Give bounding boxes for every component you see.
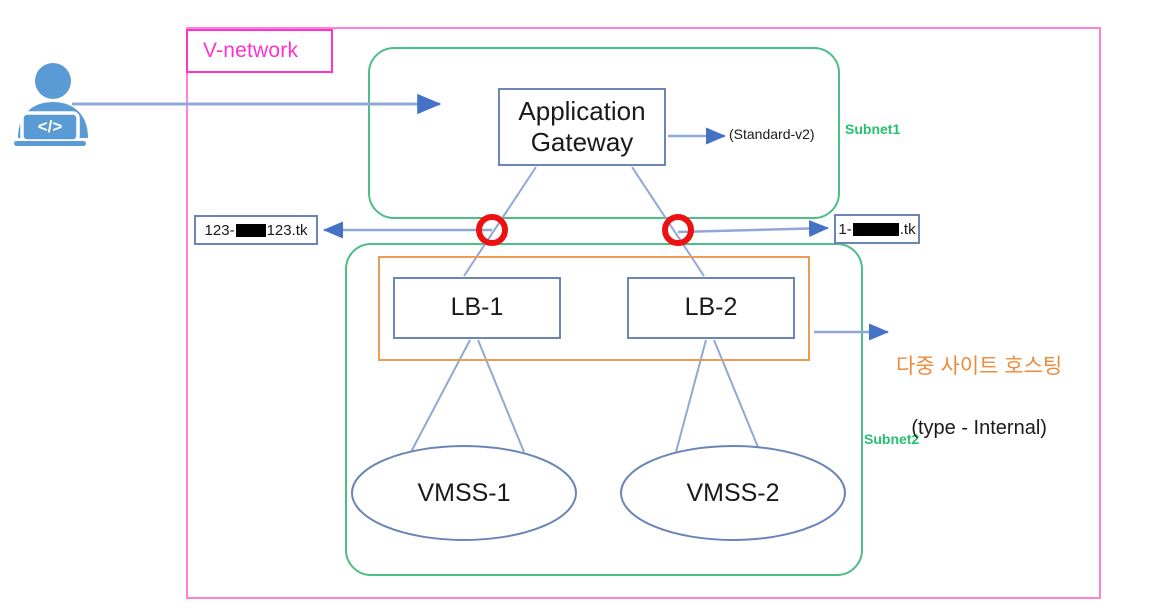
- domain-right-suffix: .tk: [899, 220, 916, 238]
- connector-lb1-to-vmss1-left: [410, 339, 471, 453]
- domain-chip-right[interactable]: 1- .tk: [834, 214, 920, 244]
- subnet2-label: Subnet2: [864, 431, 920, 447]
- avatar-head-icon: [35, 63, 71, 99]
- developer-user-icon: </>: [14, 63, 88, 146]
- domain-left-prefix: 123-: [204, 221, 235, 239]
- connector-blocked-right-to-domain-right: [677, 220, 829, 238]
- application-gateway-node[interactable]: Application Gateway: [498, 88, 666, 166]
- multisite-hosting-type-label: (type - Internal): [911, 417, 1047, 440]
- vnetwork-label: V-network: [203, 39, 299, 62]
- subnet2-boundary: [345, 243, 863, 576]
- vmss1-ellipse: [351, 445, 577, 541]
- appgw-sku-label: (Standard-v2): [729, 126, 815, 142]
- subnet1-boundary: [368, 47, 840, 219]
- multisite-hosting-label-korean: 다중 사이트 호스팅: [896, 355, 1063, 378]
- load-balancer-1-node[interactable]: LB-1: [393, 277, 561, 339]
- avatar-laptop-base-icon: [14, 141, 86, 146]
- multisite-hosting-annotation: 다중 사이트 호스팅 (type - Internal): [896, 318, 1062, 477]
- domain-left-redaction-bar: [235, 223, 266, 237]
- domain-chip-left[interactable]: 123- 123.tk: [194, 215, 318, 245]
- blocked-marker-right-icon: [662, 214, 694, 246]
- blocked-marker-left-icon: [476, 214, 508, 246]
- connector-lb2-to-vmss2-left: [675, 339, 707, 453]
- load-balancer-2-node[interactable]: LB-2: [627, 277, 795, 339]
- domain-left-suffix: 123.tk: [266, 221, 308, 239]
- vnetwork-boundary: [186, 27, 1101, 599]
- subnet1-label: Subnet1: [845, 121, 901, 137]
- domain-right-redaction-bar: [852, 222, 899, 236]
- domain-right-prefix: 1-: [838, 220, 852, 238]
- avatar-code-glyph: </>: [38, 117, 63, 136]
- connector-lb2-to-vmss2-right: [713, 339, 761, 453]
- vmss2-ellipse: [620, 445, 846, 541]
- vnetwork-label-box: V-network: [186, 29, 333, 73]
- multisite-hosting-group-boundary: [378, 256, 810, 361]
- connector-lb1-to-vmss1-right: [477, 339, 525, 453]
